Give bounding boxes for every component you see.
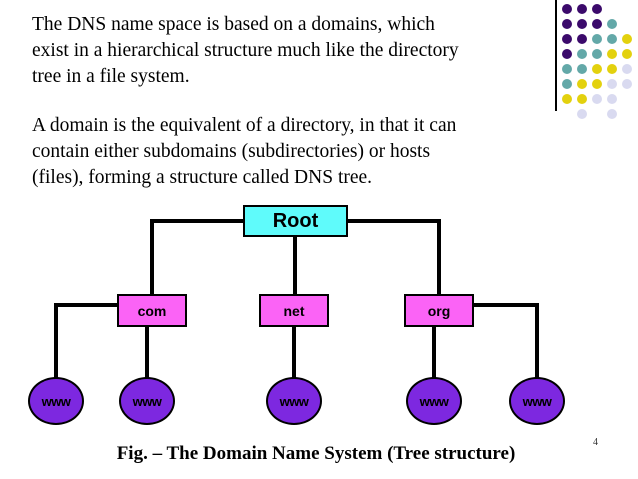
tree-edge-org-to-www5-vertical [535,303,539,379]
page-number: 4 [593,437,598,448]
tree-node-www-5[interactable]: www [509,377,565,425]
tree-node-com[interactable]: com [117,294,187,327]
decorative-dot [562,49,572,59]
decorative-dot [622,34,632,44]
tree-edge-com-to-www1-horizontal [54,303,119,307]
decorative-dot [607,34,617,44]
decorative-dot [622,49,632,59]
tree-node-www-1[interactable]: www [28,377,84,425]
paragraph-1-line-3: tree in a file system. [32,66,190,87]
tree-node-www-2[interactable]: www [119,377,175,425]
decorative-dot [562,34,572,44]
tree-edge-root-to-org-vertical [437,219,441,296]
decorative-dot [592,4,602,14]
decorative-dot [592,64,602,74]
decorative-dot [562,94,572,104]
tree-edge-root-to-net-vertical [293,235,297,296]
decorative-dot [577,79,587,89]
decorative-dot [592,79,602,89]
decorative-dot [592,19,602,29]
decorative-dot [607,64,617,74]
tree-edge-root-to-org-horizontal [346,219,441,223]
paragraph-2-line-2: contain either subdomains (subdirectorie… [32,141,431,162]
decorative-dot-grid [562,4,638,119]
paragraph-2-line-3: (files), forming a structure called DNS … [32,167,373,188]
decorative-dot [562,4,572,14]
decorative-dot [577,4,587,14]
paragraph-1: The DNS name space is based on a domains… [32,12,544,90]
tree-edge-net-to-www3-vertical [292,325,296,379]
decorative-dot [577,109,587,119]
tree-node-net[interactable]: net [259,294,329,327]
decorative-dot [607,19,617,29]
decorative-dot [562,64,572,74]
decorative-dot [607,94,617,104]
paragraph-2-line-1: A domain is the equivalent of a director… [32,115,457,136]
decorative-dot [562,19,572,29]
decorative-dot [607,49,617,59]
tree-edge-com-to-www2-vertical [145,325,149,379]
decorative-dot [622,64,632,74]
tree-node-org[interactable]: org [404,294,474,327]
tree-edge-com-to-www1-vertical [54,303,58,379]
tree-node-www-4[interactable]: www [406,377,462,425]
paragraph-1-line-2: exist in a hierarchical structure much l… [32,40,459,61]
decorative-dot [577,19,587,29]
tree-edge-root-to-com-horizontal [150,219,245,223]
decorative-dot [592,94,602,104]
decorative-dot [577,34,587,44]
decorative-dot [607,79,617,89]
decorative-dot [562,79,572,89]
decorative-dot [577,94,587,104]
tree-node-root[interactable]: Root [243,205,348,237]
figure-caption: Fig. – The Domain Name System (Tree stru… [116,443,516,464]
tree-edge-org-to-www5-horizontal [472,303,539,307]
decorative-dot [577,64,587,74]
tree-node-www-3[interactable]: www [266,377,322,425]
decorative-dot [577,49,587,59]
paragraph-2: A domain is the equivalent of a director… [32,113,544,191]
decorative-dot [607,109,617,119]
decorative-dot [622,79,632,89]
tree-edge-org-to-www4-vertical [432,325,436,379]
vertical-divider-rule [555,0,557,111]
decorative-dot [592,34,602,44]
paragraph-1-line-1: The DNS name space is based on a domains… [32,14,435,35]
decorative-dot [592,49,602,59]
tree-edge-root-to-com-vertical [150,219,154,296]
